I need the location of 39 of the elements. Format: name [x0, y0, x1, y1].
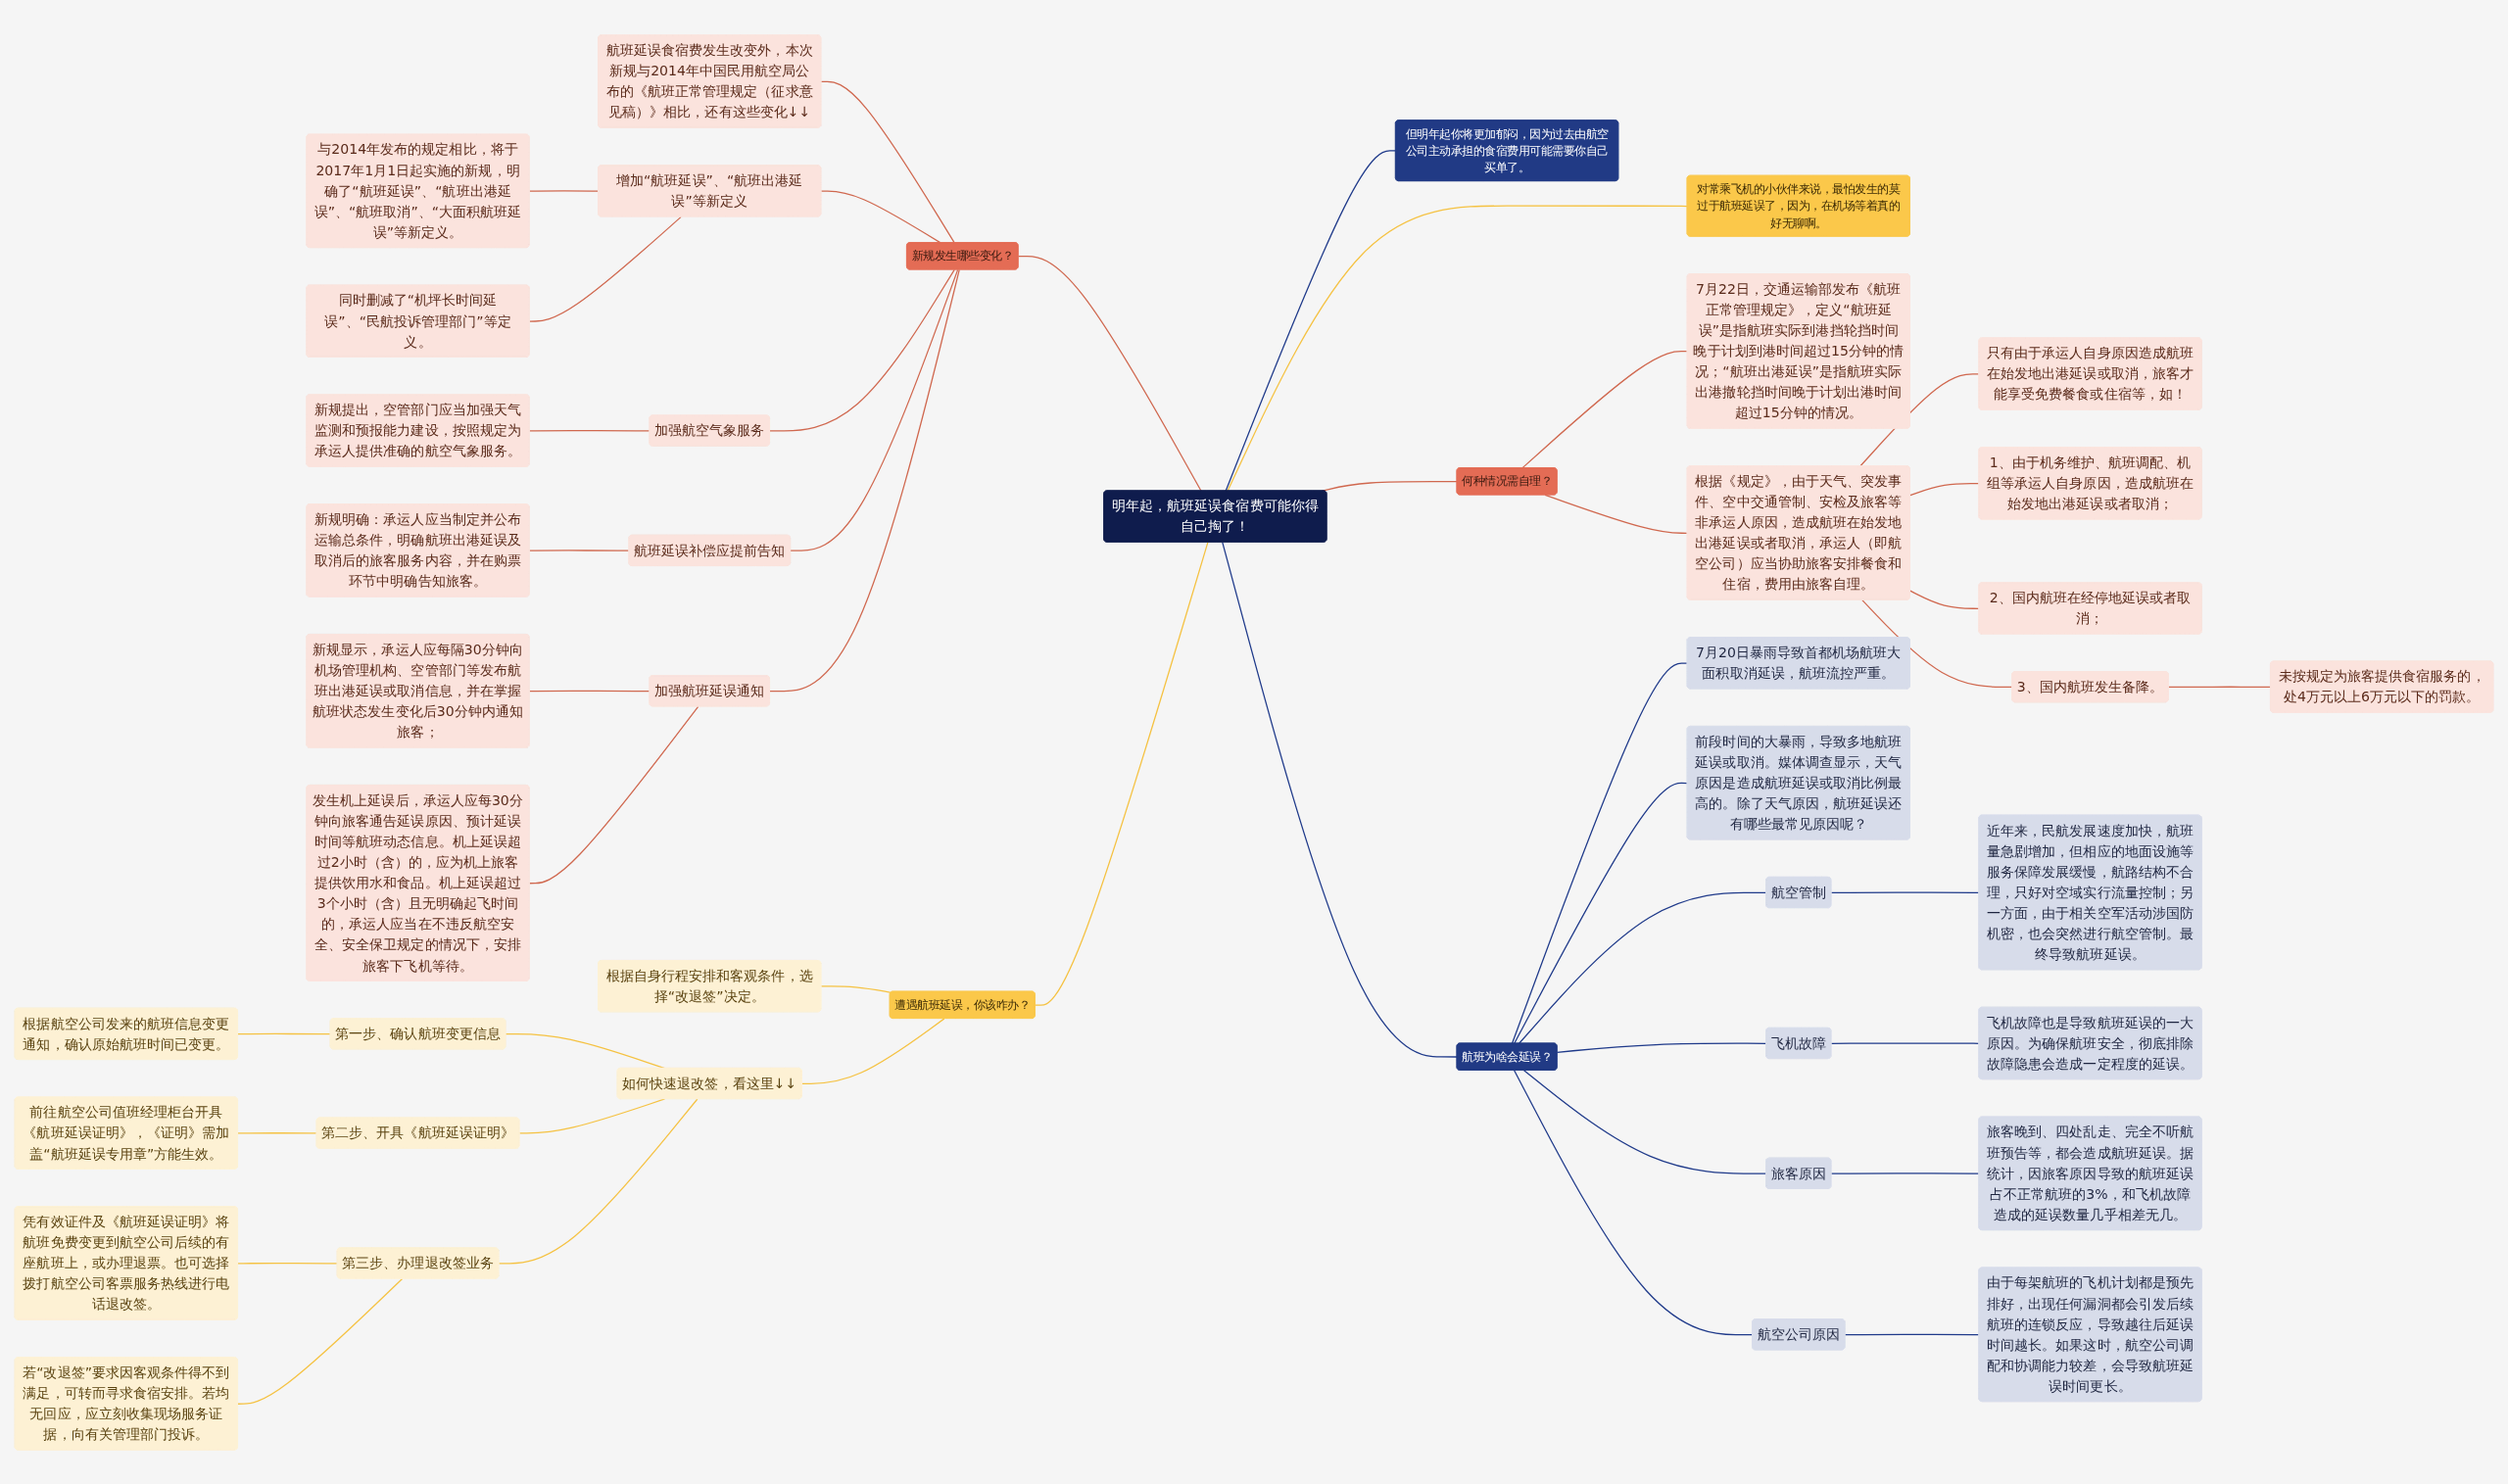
connector	[1511, 662, 1689, 1044]
connector	[1830, 890, 1980, 893]
connector	[820, 80, 955, 244]
connector	[1909, 482, 1980, 496]
connector	[1518, 891, 1767, 1044]
connector	[528, 429, 651, 431]
connector	[1844, 1333, 1980, 1335]
connector	[1521, 350, 1689, 468]
connector	[528, 549, 630, 551]
connector	[769, 268, 960, 692]
connector	[1830, 1172, 1980, 1174]
connector	[1513, 1069, 1754, 1335]
connector	[1830, 1041, 1980, 1044]
connector	[237, 1262, 339, 1264]
connector	[518, 1097, 666, 1134]
connector	[1544, 494, 1689, 534]
connector	[1222, 541, 1458, 1058]
connector	[237, 1131, 317, 1134]
connector	[237, 1032, 332, 1034]
connector	[1035, 541, 1209, 1006]
connector	[1556, 1042, 1767, 1053]
connector	[820, 190, 941, 244]
connector	[1017, 255, 1202, 492]
connector	[237, 1277, 404, 1405]
connector	[2168, 686, 2272, 688]
connector	[769, 268, 955, 431]
connector	[1522, 1069, 1767, 1174]
connector	[1861, 598, 2013, 688]
connector	[1514, 782, 1689, 1044]
connector	[1225, 149, 1397, 492]
connector	[528, 690, 651, 692]
connector	[790, 268, 959, 551]
connector	[528, 705, 699, 884]
connector	[528, 189, 600, 192]
connector	[1909, 590, 1980, 609]
connector	[498, 1097, 699, 1264]
connector	[801, 1017, 945, 1084]
connector	[528, 215, 682, 322]
connector	[1227, 205, 1689, 492]
